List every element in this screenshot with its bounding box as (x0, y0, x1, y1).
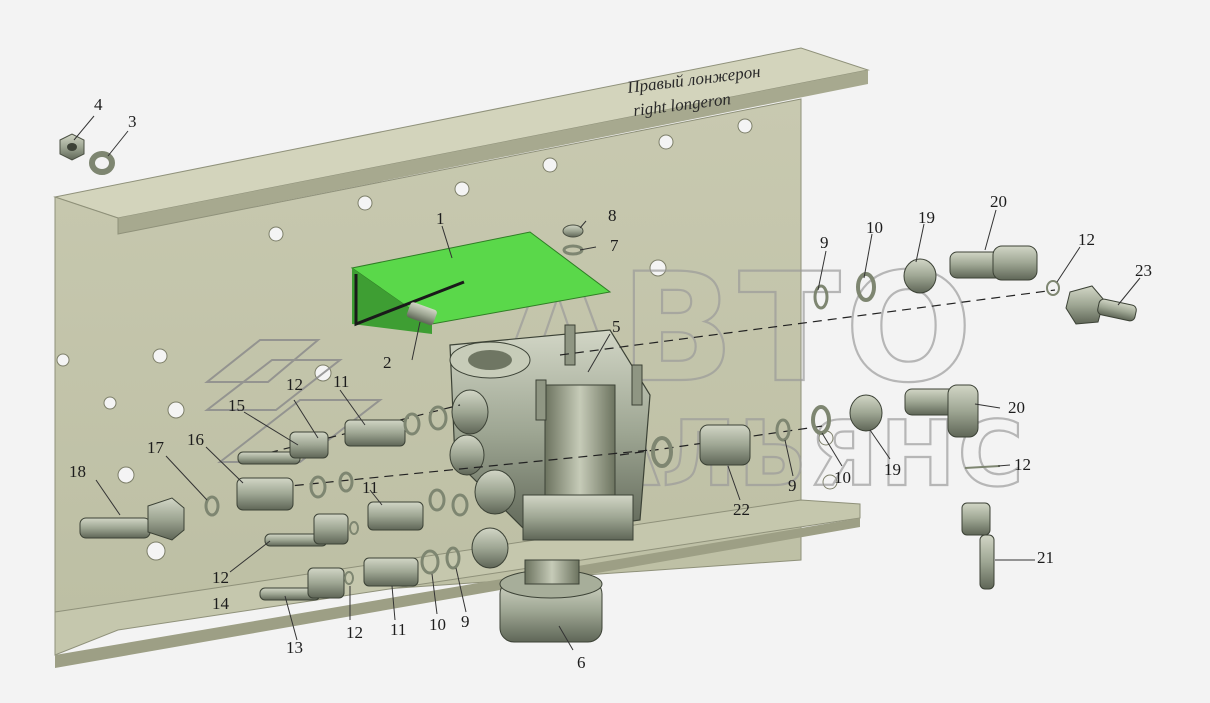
fittings-right (651, 245, 1137, 590)
callout-12-left: 12 (212, 568, 229, 587)
fittings-left (79, 405, 469, 601)
callout-2: 2 (383, 353, 392, 372)
callout-labels: 4 3 1 2 8 7 5 6 9 10 19 20 12 23 22 9 10… (69, 95, 1152, 672)
callout-1: 1 (436, 209, 445, 228)
callout-10-upper: 10 (866, 218, 883, 237)
callout-13: 13 (286, 638, 303, 657)
callout-4: 4 (94, 95, 103, 114)
leader-lines (73, 115, 1141, 651)
callout-9-upper: 9 (820, 233, 829, 252)
washer-part-3 (89, 151, 115, 175)
callout-20-lower: 20 (1008, 398, 1025, 417)
callout-12-upper-left: 12 (286, 375, 303, 394)
callout-11-middle: 11 (362, 478, 378, 497)
callout-9-right: 9 (788, 476, 797, 495)
nut-part-4 (59, 133, 85, 161)
callout-18: 18 (69, 462, 86, 481)
callout-17: 17 (147, 438, 165, 457)
callout-10-lower: 10 (429, 615, 446, 634)
callout-11-lower: 11 (390, 620, 406, 639)
callout-19-upper: 19 (918, 208, 935, 227)
callout-16: 16 (187, 430, 204, 449)
callout-11-upper: 11 (333, 372, 349, 391)
callout-12-lower-right: 12 (1014, 455, 1031, 474)
callout-12-upper-right: 12 (1078, 230, 1095, 249)
callout-8: 8 (608, 206, 617, 225)
pin-part-2 (406, 302, 437, 326)
callout-10-right: 10 (834, 468, 851, 487)
cap-part-6 (499, 559, 603, 643)
callout-9-lower: 9 (461, 612, 470, 631)
callout-20-upper: 20 (990, 192, 1007, 211)
callout-22: 22 (733, 500, 750, 519)
callout-12-bottom: 12 (346, 623, 363, 642)
valve-body-part-5 (449, 324, 651, 569)
callout-7: 7 (610, 236, 619, 255)
callout-15: 15 (228, 396, 245, 415)
callout-3: 3 (128, 112, 137, 131)
callout-5: 5 (612, 317, 621, 336)
callout-6: 6 (577, 653, 586, 672)
callout-21: 21 (1037, 548, 1054, 567)
callout-14: 14 (212, 594, 230, 613)
callout-19-lower: 19 (884, 460, 901, 479)
callout-23: 23 (1135, 261, 1152, 280)
nut-part-8 (562, 224, 584, 238)
